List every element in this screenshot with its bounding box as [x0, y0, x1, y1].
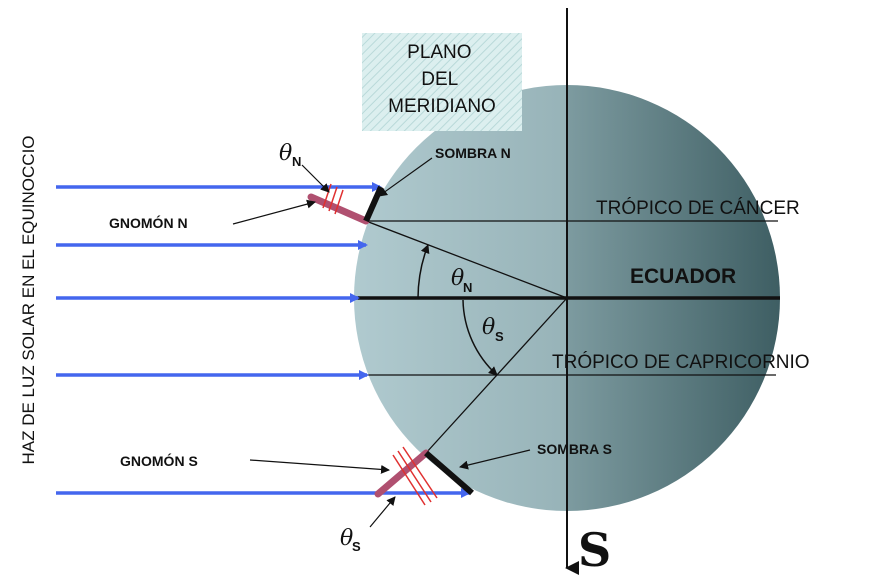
- gnomon-s-label: GNOMÓN S: [120, 452, 198, 469]
- theta-s-arc: [462, 299, 498, 376]
- theta-symbol: θ: [340, 526, 353, 551]
- theta-n-label-angle: θ N: [451, 266, 472, 295]
- theta-s-label-angle: θ S: [482, 315, 504, 344]
- gnomon-n-label: GNOMÓN N: [109, 214, 188, 231]
- theta-subscript: N: [463, 280, 472, 295]
- pointer-sombra-s: [459, 449, 531, 470]
- theta-symbol: θ: [482, 315, 495, 340]
- theta-symbol: θ: [279, 141, 292, 166]
- theta-subscript: S: [495, 329, 504, 344]
- gnomon-s: [374, 449, 430, 498]
- equator-label: ECUADOR: [630, 265, 736, 288]
- shadow-s: [424, 450, 474, 496]
- plane-label-line-1: PLANO: [407, 42, 471, 63]
- theta-subscript: S: [352, 539, 361, 554]
- meridian-plane-box: [362, 33, 522, 131]
- pointer-theta-s: [369, 496, 396, 528]
- radius-north: [365, 220, 568, 299]
- plane-label-line-2: DEL: [421, 69, 457, 90]
- sunlight-beam-label: HAZ DE LUZ SOLAR EN EL EQUINOCCIO: [19, 135, 38, 464]
- pointer-gnomon-n: [232, 199, 316, 225]
- south-pole-label: S: [578, 523, 611, 575]
- pointer-gnomon-s: [249, 459, 390, 474]
- pointer-theta-n: [301, 164, 330, 193]
- plane-label-line-3: MERIDIANO: [388, 96, 496, 117]
- gnomon-s-hatch: [392, 446, 438, 506]
- tropic-of-capricorn-label: TRÓPICO DE CAPRICORNIO: [552, 351, 810, 373]
- gnomon-n: [307, 193, 370, 225]
- theta-subscript: N: [292, 154, 301, 169]
- tropic-of-cancer-label: TRÓPICO DE CÁNCER: [596, 197, 800, 219]
- theta-n-arc: [417, 244, 430, 299]
- sombra-s-label: SOMBRA S: [537, 441, 612, 457]
- sombra-n-label: SOMBRA N: [435, 145, 511, 161]
- theta-n-label-top: θ N: [279, 141, 301, 169]
- pointer-sombra-n: [378, 157, 433, 197]
- theta-s-label-bottom: θ S: [340, 526, 361, 554]
- theta-symbol: θ: [451, 266, 464, 291]
- meridian-plane-label: PLANO DEL MERIDIANO: [388, 42, 496, 117]
